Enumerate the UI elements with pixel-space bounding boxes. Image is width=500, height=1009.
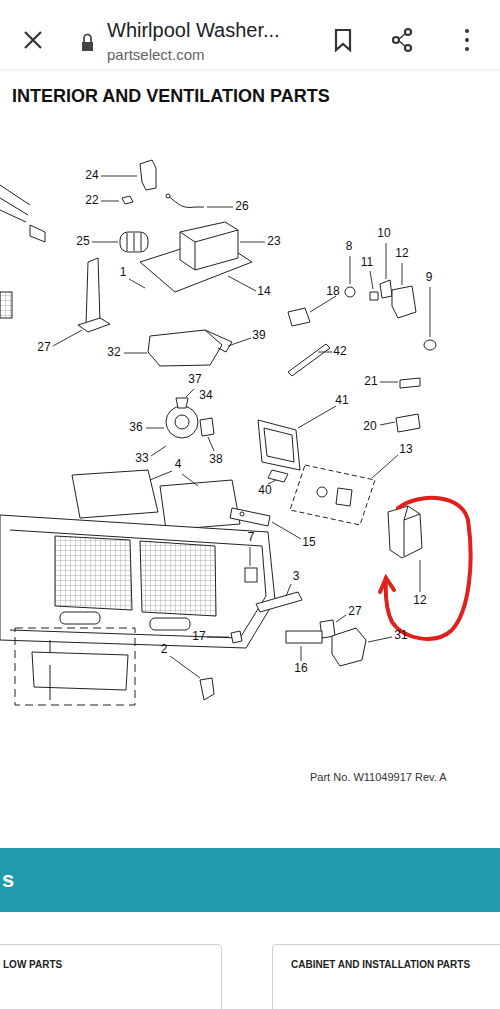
callout-number: 34: [199, 389, 212, 403]
callout-number: 41: [335, 394, 348, 408]
callout-number: 7: [248, 531, 255, 545]
page-header-text: Whirlpool Washer...: [107, 19, 280, 42]
part-number-note: Part No. W11049917 Rev. A: [310, 771, 447, 784]
callout-number: 13: [399, 443, 412, 457]
callout-number: 20: [363, 420, 376, 434]
callout-number: 4: [175, 458, 182, 472]
callout-number: 23: [267, 235, 280, 249]
callout-number: 21: [364, 375, 377, 389]
callout-number: 2: [161, 643, 168, 657]
callout-number: 33: [135, 452, 148, 466]
callout-number: 38: [209, 453, 222, 467]
page-header-text: partselect.com: [107, 46, 205, 63]
callout-number: 9: [426, 271, 433, 285]
exploded-view: [0, 160, 436, 705]
callout-number: 26: [235, 200, 248, 214]
callout-number: 12: [413, 594, 426, 608]
callout-number: 15: [302, 536, 315, 550]
callout-number: 27: [37, 341, 50, 355]
teal-banner: [0, 848, 500, 912]
callout-number: 24: [85, 169, 98, 183]
callout-number: 36: [129, 421, 142, 435]
callout-number: 27: [348, 605, 361, 619]
category-card: LOW PARTS: [0, 944, 222, 1009]
section-heading: INTERIOR AND VENTILATION PARTS: [12, 86, 330, 107]
callout-number: 32: [107, 346, 120, 360]
callout-number: 42: [333, 345, 346, 359]
callout-number: 31: [394, 629, 407, 643]
callout-number: 11: [361, 256, 373, 270]
card-heading: CABINET AND INSTALLATION PARTS: [291, 959, 493, 970]
callout-number: 17: [192, 630, 205, 644]
callout-number: 39: [252, 329, 265, 343]
callout-number: 12: [395, 247, 408, 261]
red-highlight: [380, 498, 471, 639]
card-heading: LOW PARTS: [3, 959, 211, 970]
leader-lines: [53, 176, 430, 678]
callout-number: 10: [377, 227, 390, 241]
callout-number: 8: [346, 240, 353, 254]
callout-number: 3: [293, 570, 300, 584]
callout-number: 14: [257, 285, 270, 299]
callout-number: 18: [326, 285, 339, 299]
callout-number: 16: [294, 662, 307, 676]
callout-number: s: [2, 867, 14, 892]
callout-number: 37: [188, 373, 201, 387]
callout-number: 40: [258, 484, 271, 498]
callout-number: 1: [120, 266, 127, 280]
callout-number: 25: [76, 235, 89, 249]
callout-number: 22: [85, 194, 98, 208]
category-card: CABINET AND INSTALLATION PARTS: [272, 944, 500, 1009]
